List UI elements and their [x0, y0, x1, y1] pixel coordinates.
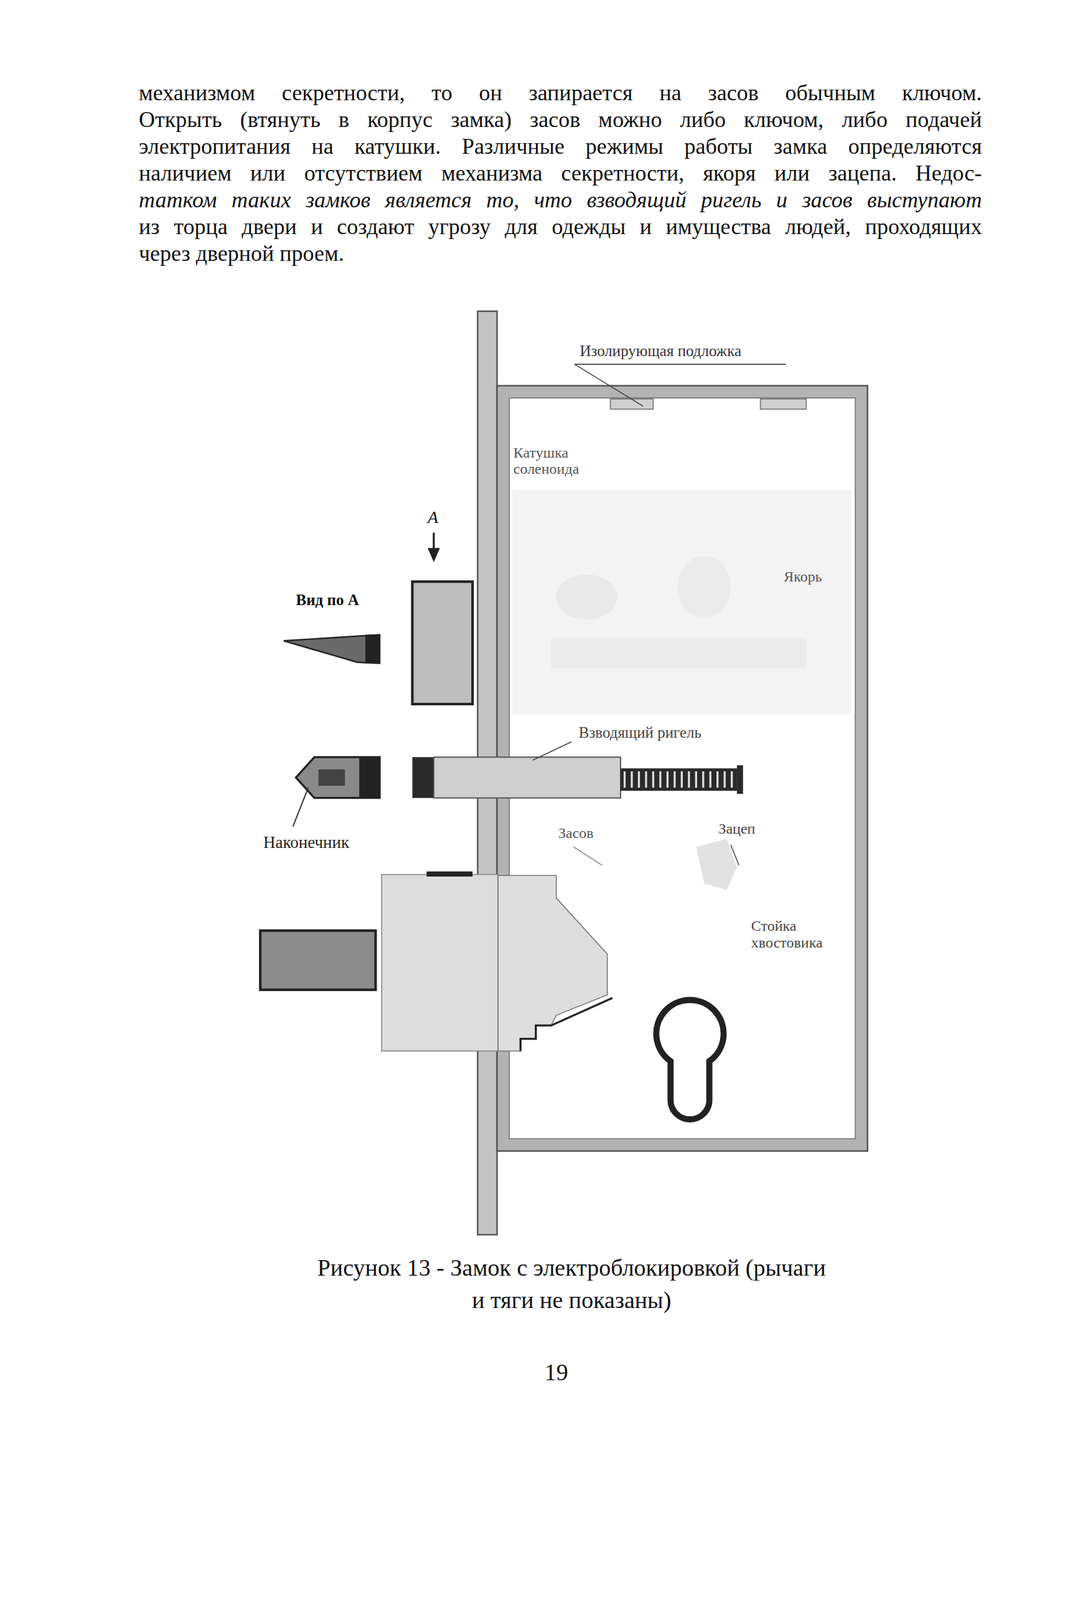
body-text-line: наличием или отсутствием механизма секре… [138, 159, 982, 187]
part-label: Катушка соленоида [513, 443, 611, 477]
solenoid-region [512, 489, 851, 715]
part-label: Стойка хвостовика [751, 917, 852, 951]
spring [620, 768, 737, 791]
body-text-line: из торца двери и создают угрозу для одеж… [138, 213, 982, 241]
latch-steps [520, 997, 613, 1051]
wedge-view [283, 634, 380, 663]
solenoid-core [556, 574, 618, 620]
part-label: Якорь [783, 568, 822, 585]
figure-caption: Рисунок 13 - Замок с электроблокировкой … [313, 1251, 830, 1316]
coil-shade [550, 637, 807, 668]
leader-line [574, 364, 643, 406]
spring-coils [624, 771, 732, 788]
insulating-pad [610, 398, 654, 409]
part-label: Наконечник [263, 834, 350, 853]
part-label: Взводящий ригель [578, 724, 702, 742]
leader-line [532, 741, 572, 761]
part-label: Зацеп [718, 820, 756, 837]
cocking-bolt [433, 756, 621, 798]
body-text-line: электропитания на катушки. Различные реж… [138, 133, 982, 160]
latch-edge [426, 871, 473, 877]
leader-line [293, 787, 309, 826]
tip-core [318, 769, 346, 786]
body-text-line: через дверной проем. [138, 240, 982, 268]
body-text-line: татком таких замков является то, что взв… [138, 186, 982, 214]
bolt-view [412, 581, 473, 704]
leader-line [574, 363, 786, 365]
leader-line [730, 844, 739, 866]
latch-view [260, 930, 376, 990]
view-label: Вид по А [296, 591, 360, 609]
page-number: 19 [544, 1360, 569, 1387]
view-arrow-head [427, 547, 441, 563]
wedge-end [365, 634, 380, 663]
bolt-tip [412, 756, 434, 798]
latch [381, 874, 498, 1052]
insulating-pad [760, 398, 807, 409]
tip-end [359, 756, 380, 798]
tip-view [296, 756, 380, 798]
spring-cap [736, 764, 744, 794]
body-text-line: механизмом секретности, то он запирается… [138, 79, 982, 107]
body-text-line: Открыть (втянуть в корпус замка) засов м… [138, 106, 982, 134]
part-label: Изолирующая подложка [579, 342, 742, 360]
leader-line [573, 846, 603, 866]
part-label: Засов [558, 824, 594, 841]
armature-shade [677, 555, 731, 617]
hook-shape [695, 838, 737, 890]
view-letter: А [427, 507, 439, 528]
cylinder-hole [656, 999, 724, 1120]
